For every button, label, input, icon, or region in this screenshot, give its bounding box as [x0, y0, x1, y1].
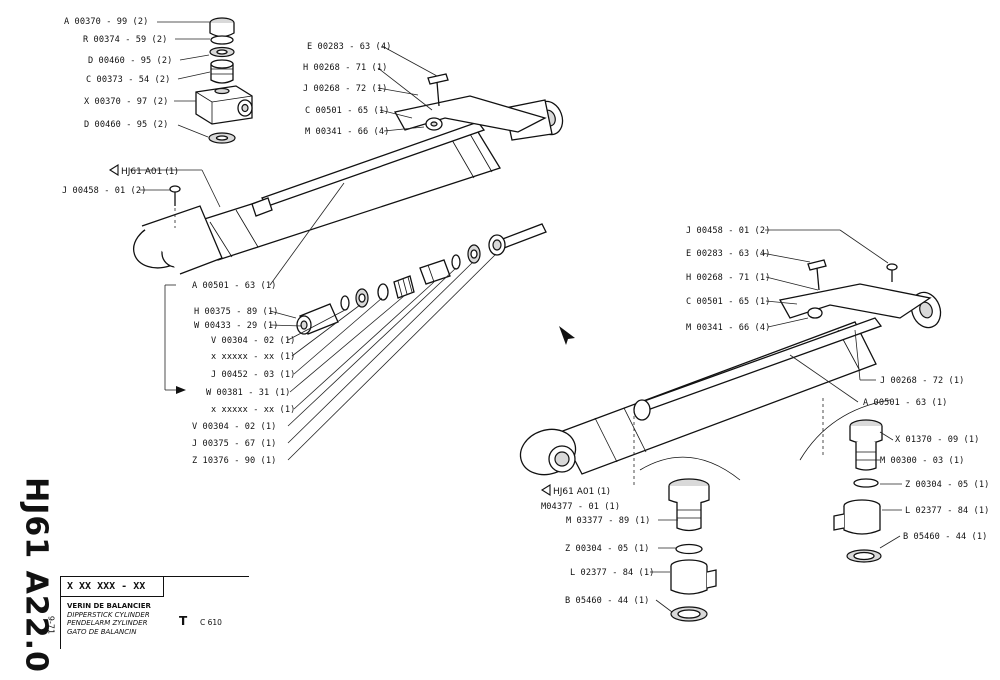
title-line-en: DIPPERSTICK CYLINDER	[67, 610, 150, 619]
leaders-right-upper	[633, 229, 889, 486]
leaders-bottom-left	[650, 519, 678, 613]
callout-valve-3: D 00460 - 95 (2)	[88, 56, 172, 66]
callout-bottom-left-2: M 03377 - 89 (1)	[566, 516, 650, 526]
title-line-de: PENDELARM ZYLINDER	[67, 619, 148, 627]
bottom-fitting-stack	[668, 478, 717, 622]
ref-triangle-icon	[108, 164, 119, 176]
callout-right-upper-4: C 00501 - 65 (1)	[686, 297, 770, 307]
callout-fitting-4: x xxxxx - xx (1)	[211, 352, 295, 362]
leaders-valve	[157, 21, 211, 138]
callout-bottom-right-5: B 05460 - 44 (1)	[903, 532, 987, 542]
callout-valve-4: C 00373 - 54 (2)	[86, 75, 170, 85]
ref-left-cylinder: HJ61 A01 (1)	[121, 167, 178, 177]
callout-fitting-1: H 00375 - 89 (1)	[194, 307, 278, 317]
callout-top-mid-4: C 00501 - 65 (1)	[305, 106, 389, 116]
callout-fitting-8: V 00304 - 02 (1)	[192, 422, 276, 432]
callout-fitting-9: J 00375 - 67 (1)	[192, 439, 276, 449]
title-block: X XX XXX - XX VERIN DE BALANCIER DIPPERS…	[60, 576, 249, 649]
callout-top-mid-3: J 00268 - 72 (1)	[303, 84, 387, 94]
callout-right-j: J 00268 - 72 (1)	[880, 376, 964, 386]
callout-bottom-right-4: L 02377 - 84 (1)	[905, 506, 989, 516]
callout-left-j: J 00458 - 01 (2)	[62, 186, 146, 196]
callout-fitting-6: W 00381 - 31 (1)	[206, 388, 290, 398]
title-model: C 610	[200, 618, 222, 627]
title-line-fr: VERIN DE BALANCIER	[67, 602, 151, 610]
callout-bottom-right-3: Z 00304 - 05 (1)	[905, 480, 989, 490]
callout-valve-1: A 00370 - 99 (2)	[64, 17, 148, 27]
leaders-fittings	[164, 182, 497, 461]
title-code-field: X XX XXX - XX	[61, 577, 164, 597]
callout-fitting-5: J 00452 - 03 (1)	[211, 370, 295, 380]
callout-right-upper-1: J 00458 - 01 (2)	[686, 226, 770, 236]
callout-right-upper-5: M 00341 - 66 (4)	[686, 323, 770, 333]
right-cylinder	[519, 259, 942, 481]
callout-right-upper-3: H 00268 - 71 (1)	[686, 273, 770, 283]
callout-fitting-7: x xxxxx - xx (1)	[211, 405, 295, 415]
callout-bottom-left-5: B 05460 - 44 (1)	[565, 596, 649, 606]
ref-triangle-right-icon	[540, 484, 551, 496]
leaders-bottom-right	[876, 431, 902, 549]
title-descriptions: VERIN DE BALANCIER DIPPERSTICK CYLINDER …	[67, 602, 151, 636]
title-type-letter: T	[179, 614, 188, 628]
callout-fitting-2: W 00433 - 29 (1)	[194, 321, 278, 331]
callout-bottom-right-2: M 00300 - 03 (1)	[880, 456, 964, 466]
callout-top-mid-1: E 00283 - 63 (4)	[307, 42, 391, 52]
title-line-es: GATO DE BALANCIN	[67, 627, 137, 636]
callout-fitting-10: Z 10376 - 90 (1)	[192, 456, 276, 466]
ref-right-cylinder: HJ61 A01 (1)	[553, 487, 610, 497]
leaders-top-mid	[130, 45, 438, 228]
sheet-date: 9-71	[46, 615, 56, 635]
direction-arrow-icon	[559, 326, 575, 345]
callout-bottom-left-1: M04377 - 01 (1)	[541, 502, 620, 512]
callout-bottom-left-3: Z 00304 - 05 (1)	[565, 544, 649, 554]
callout-right-a: A 00501 - 63 (1)	[863, 398, 947, 408]
main-cylinder	[133, 73, 564, 275]
fittings-sequence	[296, 234, 506, 335]
callout-top-mid-5: M 00341 - 66 (4)	[305, 127, 389, 137]
callout-valve-2: R 00374 - 59 (2)	[83, 35, 167, 45]
callout-right-upper-2: E 00283 - 63 (4)	[686, 249, 770, 259]
callout-bottom-right-1: X 01370 - 09 (1)	[895, 435, 979, 445]
callout-top-mid-2: H 00268 - 71 (1)	[303, 63, 387, 73]
callout-fitting-3: V 00304 - 02 (1)	[211, 336, 295, 346]
callout-valve-5: X 00370 - 97 (2)	[84, 97, 168, 107]
right-fitting-stack	[833, 419, 883, 563]
callout-valve-6: D 00460 - 95 (2)	[84, 120, 168, 130]
callout-bottom-left-4: L 02377 - 84 (1)	[570, 568, 654, 578]
callout-rod-a: A 00501 - 63 (1)	[192, 281, 276, 291]
valve-assembly	[195, 17, 253, 144]
